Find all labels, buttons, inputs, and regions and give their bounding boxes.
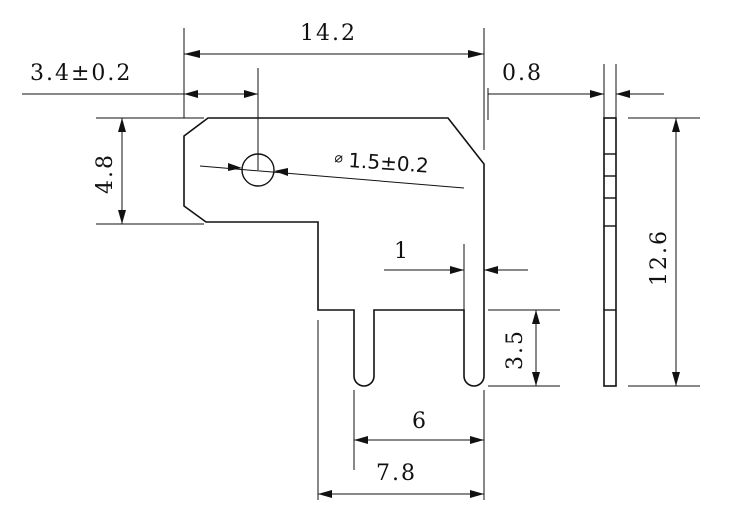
terminal-outline bbox=[183, 117, 485, 387]
dim-hole-diameter: ⌀ 1.5±0.2 bbox=[334, 148, 430, 178]
dim-overall-width: 14.2 bbox=[300, 21, 357, 46]
side-view bbox=[603, 117, 617, 387]
hole-diameter-value: 1.5±0.2 bbox=[348, 148, 430, 178]
dim-thickness: 0.8 bbox=[502, 61, 543, 86]
hole-arrow-right bbox=[274, 168, 288, 176]
dim-tab-height: 4.8 bbox=[93, 153, 118, 194]
dim-hole-offset: 3.4±0.2 bbox=[30, 61, 132, 86]
hole-diameter-leader bbox=[199, 165, 465, 189]
diameter-symbol: ⌀ bbox=[334, 150, 344, 167]
dim-overall-height: 12.6 bbox=[647, 229, 672, 286]
dim-pin-spacing: 6 bbox=[412, 409, 428, 434]
hole-arrow-left bbox=[228, 163, 242, 171]
dim-leg-width: 7.8 bbox=[376, 461, 417, 486]
dim-pin-width: 1 bbox=[394, 239, 410, 264]
side-view-body bbox=[603, 117, 617, 387]
dim-slot-depth: 3.5 bbox=[503, 329, 528, 370]
